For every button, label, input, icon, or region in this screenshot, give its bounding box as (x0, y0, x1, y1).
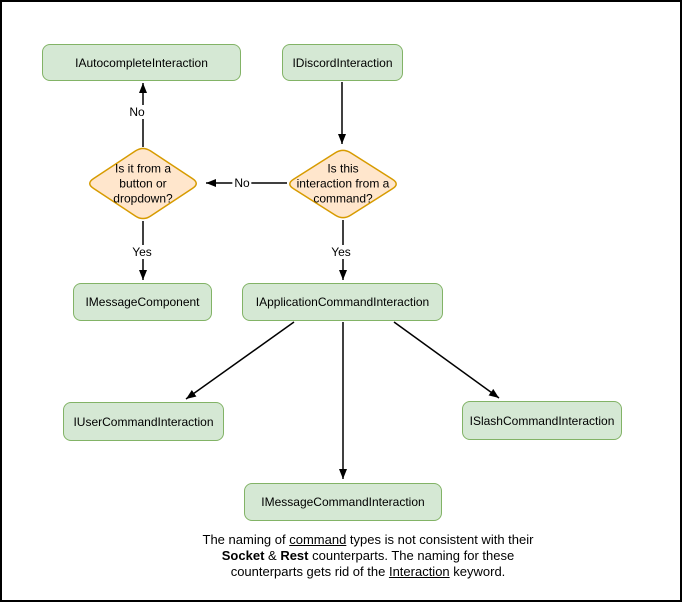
footer-text-segment-underlined: command (289, 532, 347, 547)
edge-label-yes-application-command: Yes (329, 245, 353, 259)
node-label: ISlashCommandInteraction (469, 413, 615, 428)
node-user-command-interaction: IUserCommandInteraction (63, 402, 224, 441)
node-discord-interaction: IDiscordInteraction (282, 44, 403, 81)
edge-label-no-button-dropdown: No (232, 176, 252, 190)
node-autocomplete-interaction: IAutocompleteInteraction (42, 44, 241, 81)
edge-application-command-to-slash-command (393, 321, 500, 399)
decision-label-line: dropdown? (113, 191, 173, 206)
edge-label-yes-message-component: Yes (130, 245, 154, 259)
edge-application-command-to-user-command (185, 321, 295, 400)
footer-text-segment-underlined: Interaction (388, 564, 450, 579)
decision-button-dropdown-label: Is it from a button or dropdown? (113, 162, 172, 207)
decision-label-line: Is this (327, 161, 359, 176)
node-label: IAutocompleteInteraction (75, 55, 208, 70)
decision-label-line: button or (119, 176, 167, 191)
node-label: IMessageCommandInteraction (261, 495, 425, 509)
node-message-command-interaction: IMessageCommandInteraction (244, 483, 442, 521)
decision-from-command-shape (289, 149, 397, 219)
node-application-command-interaction: IApplicationCommandInteraction (242, 283, 443, 321)
footer-text-segment: types is not consistent with their (346, 532, 534, 547)
footer-text-segment: counterparts. The naming for these (308, 548, 515, 563)
node-slash-command-interaction: ISlashCommandInteraction (462, 401, 622, 440)
footer-line-2: Socket & Rest counterparts. The naming f… (163, 548, 573, 564)
footer-text-segment: The naming of (202, 532, 290, 547)
decision-label-line: command? (313, 191, 373, 206)
footer-text-segment-bold: Rest (280, 548, 309, 563)
footer-text-segment-bold: Socket (221, 548, 265, 563)
decision-button-dropdown-shape (89, 147, 197, 220)
footer-line-1: The naming of command types is not consi… (163, 532, 573, 548)
node-label: IApplicationCommandInteraction (255, 295, 430, 309)
node-label: IDiscordInteraction (292, 55, 393, 70)
footer-line-3: counterparts gets rid of the Interaction… (163, 564, 573, 580)
decision-label-line: Is it from a (114, 161, 172, 176)
footer-note: The naming of command types is not consi… (163, 532, 573, 580)
node-label: IUserCommandInteraction (73, 414, 214, 429)
edge-label-no-autocomplete: No (127, 105, 147, 119)
footer-text-segment: keyword. (449, 564, 506, 579)
footer-text-segment: & (264, 548, 281, 563)
node-message-component: IMessageComponent (73, 283, 212, 321)
decision-label-line: interaction from a (296, 176, 390, 191)
node-label: IMessageComponent (85, 295, 200, 309)
footer-text-segment: counterparts gets rid of the (230, 564, 389, 579)
decision-from-command-label: Is this interaction from a command? (297, 162, 390, 207)
